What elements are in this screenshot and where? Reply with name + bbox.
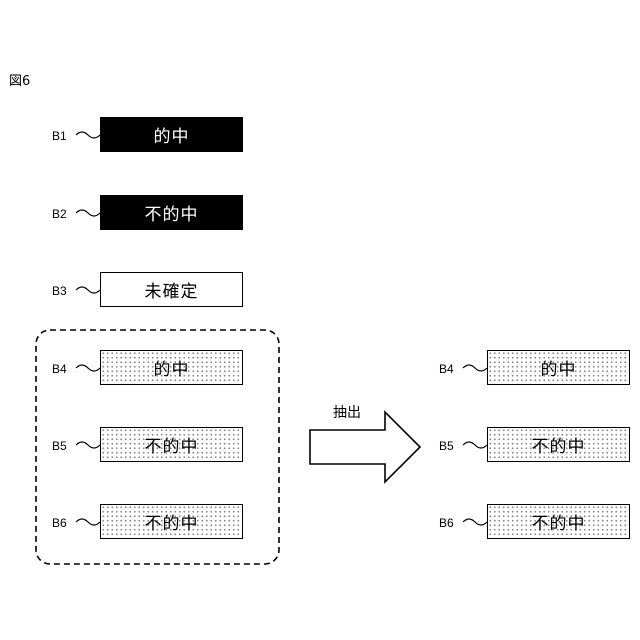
connector-b4-right bbox=[463, 365, 487, 371]
arrow-label: 抽出 bbox=[333, 405, 361, 421]
ref-b5-right: B5 bbox=[439, 439, 454, 453]
box-b6-left: 不的中 bbox=[100, 504, 243, 539]
box-b4-right-label: 的中 bbox=[541, 355, 577, 380]
connector-b4-left bbox=[76, 365, 100, 371]
box-b5-right: 不的中 bbox=[487, 427, 630, 462]
box-b1-label: 的中 bbox=[154, 122, 190, 147]
connector-b5-left bbox=[76, 442, 100, 448]
box-b1-hit: 的中 bbox=[100, 117, 243, 152]
box-b3-label: 未確定 bbox=[145, 277, 199, 302]
ref-b6-left: B6 bbox=[52, 516, 67, 530]
box-b5-left: 不的中 bbox=[100, 427, 243, 462]
ref-b5-left: B5 bbox=[52, 439, 67, 453]
box-b5-right-label: 不的中 bbox=[532, 432, 586, 457]
box-b5-left-label: 不的中 bbox=[145, 432, 199, 457]
extract-arrow bbox=[310, 412, 420, 482]
box-b2-label: 不的中 bbox=[145, 200, 199, 225]
connector-b6-left bbox=[76, 519, 100, 525]
box-b6-right-label: 不的中 bbox=[532, 509, 586, 534]
ref-b3: B3 bbox=[52, 284, 67, 298]
connector-b1 bbox=[76, 132, 100, 138]
ref-b1: B1 bbox=[52, 129, 67, 143]
ref-b4-right: B4 bbox=[439, 362, 454, 376]
connector-b5-right bbox=[463, 442, 487, 448]
connector-b6-right bbox=[463, 519, 487, 525]
box-b6-right: 不的中 bbox=[487, 504, 630, 539]
ref-b4-left: B4 bbox=[52, 362, 67, 376]
connector-b3 bbox=[76, 287, 100, 293]
box-b3-pending: 未確定 bbox=[100, 272, 243, 307]
ref-b2: B2 bbox=[52, 207, 67, 221]
box-b6-left-label: 不的中 bbox=[145, 509, 199, 534]
box-b4-right: 的中 bbox=[487, 350, 630, 385]
connector-b2 bbox=[76, 210, 100, 216]
box-b4-left-label: 的中 bbox=[154, 355, 190, 380]
ref-b6-right: B6 bbox=[439, 516, 454, 530]
box-b4-left: 的中 bbox=[100, 350, 243, 385]
box-b2-miss: 不的中 bbox=[100, 195, 243, 230]
